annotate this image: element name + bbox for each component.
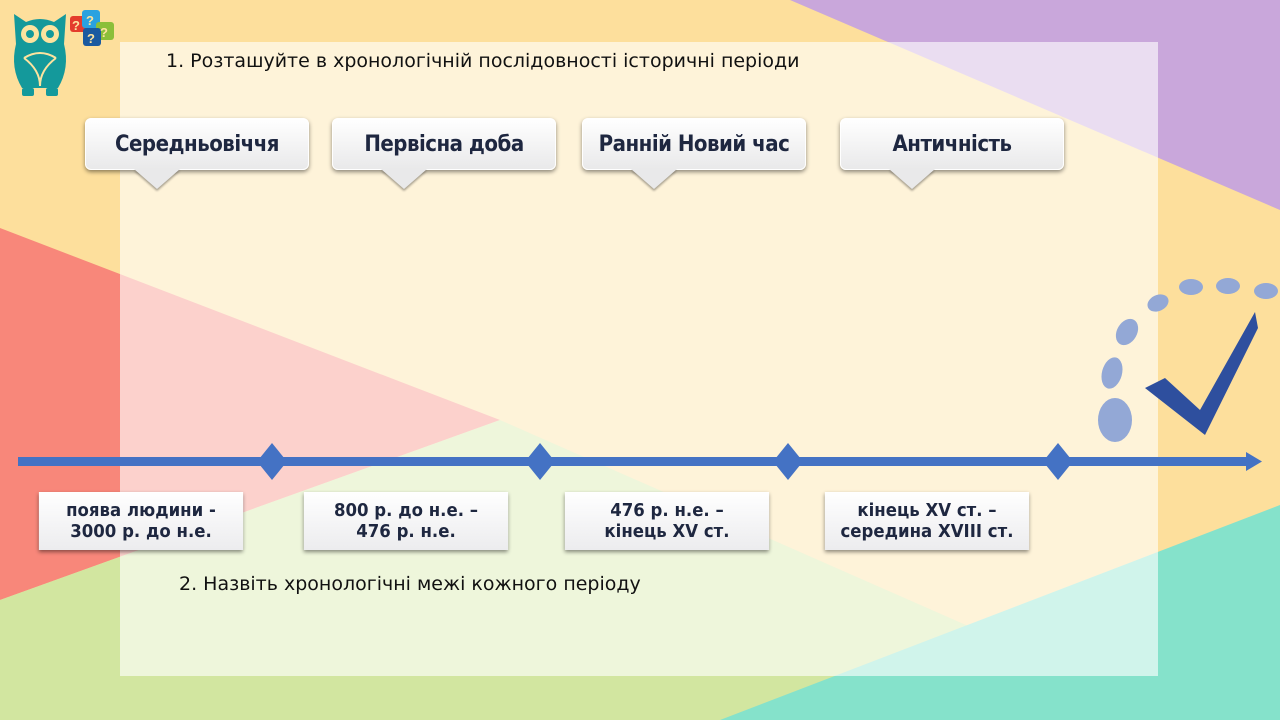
timeline-marker	[1043, 443, 1073, 480]
timeline-marker	[257, 443, 287, 480]
checkmark-icon	[1098, 278, 1278, 442]
period-card-prehistoric[interactable]: Первісна доба	[332, 118, 556, 170]
date-range-card[interactable]: кінець XV ст. – середина XVIII ст.	[824, 492, 1030, 550]
svg-text:?: ?	[72, 18, 80, 33]
date-range-card[interactable]: 476 р. н.е. – кінець XV ст.	[564, 492, 770, 550]
period-card-antiquity[interactable]: Античність	[840, 118, 1064, 170]
task-2-instruction: 2. Назвіть хронологічні межі кожного пер…	[179, 573, 641, 595]
svg-text:?: ?	[100, 25, 108, 40]
timeline-line	[18, 457, 1248, 466]
period-card-early-modern[interactable]: Ранній Новий час	[582, 118, 806, 170]
task-1-instruction: 1. Розташуйте в хронологічній послідовно…	[166, 50, 800, 72]
date-range-card[interactable]: поява людини - 3000 р. до н.е.	[38, 492, 244, 550]
svg-text:?: ?	[87, 31, 95, 46]
svg-text:?: ?	[86, 13, 94, 28]
owl-logo: ? ? ? ?	[14, 10, 114, 96]
timeline-arrowhead	[1246, 452, 1262, 471]
timeline-marker	[525, 443, 555, 480]
period-card-middle-ages[interactable]: Середньовіччя	[85, 118, 309, 170]
timeline-marker	[773, 443, 803, 480]
timeline	[18, 443, 1262, 480]
date-range-card[interactable]: 800 р. до н.е. – 476 р. н.е.	[303, 492, 509, 550]
